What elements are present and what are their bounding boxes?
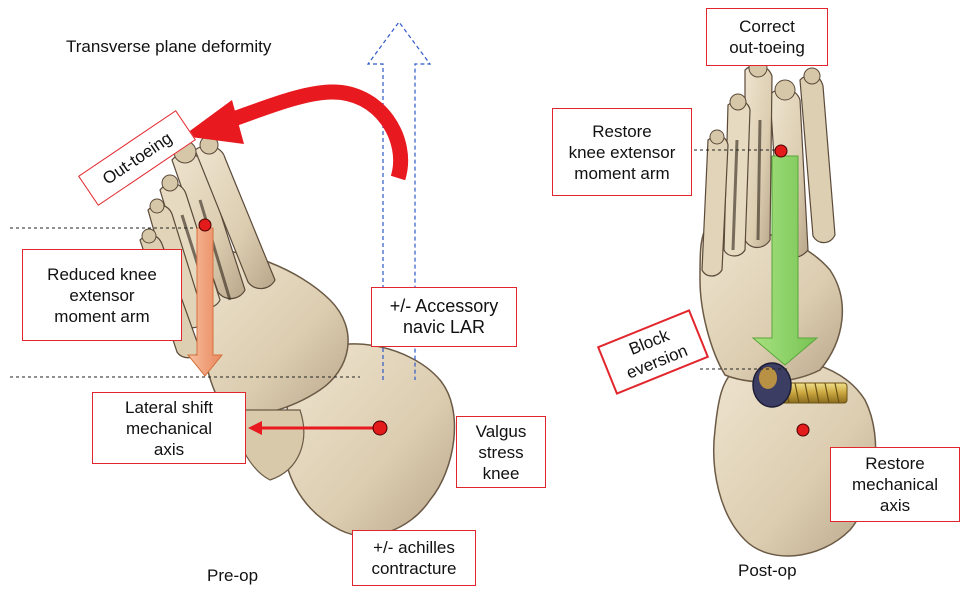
restore-axis-line-3: axis — [880, 495, 910, 516]
restore-axis-line-1: Restore — [865, 453, 925, 474]
pre-op-toe-4 — [150, 199, 164, 213]
valgus-label: Valgus stress knee — [456, 416, 546, 488]
accessory-line-1: +/- Accessory — [390, 296, 499, 317]
restore-knee-line-2: knee extensor — [569, 142, 676, 163]
transverse-deformity-arrow — [225, 92, 401, 178]
post-op-shadow — [758, 120, 760, 240]
restore-knee-line-3: moment arm — [574, 163, 669, 184]
accessory-line-2: navic LAR — [403, 317, 485, 338]
post-op-toe-5 — [804, 68, 820, 84]
valgus-line-2: stress — [478, 442, 523, 463]
post-op-toe-1 — [775, 80, 795, 100]
correct-out-toeing-label: Correct out-toeing — [706, 8, 828, 66]
post-op-toe-3 — [730, 94, 746, 110]
reduced-knee-line-2: extensor — [69, 285, 134, 306]
restore-axis-label: Restore mechanical axis — [830, 447, 960, 522]
restore-knee-label: Restore knee extensor moment arm — [552, 108, 692, 196]
pre-op-axis-point — [373, 421, 387, 435]
post-op-toe-4 — [710, 130, 724, 144]
correct-line-2: out-toeing — [729, 37, 805, 58]
accessory-label: +/- Accessory navic LAR — [371, 287, 517, 347]
post-op-moment-point — [775, 145, 787, 157]
lateral-shift-line-2: mechanical — [126, 418, 212, 439]
pre-op-caption: Pre-op — [207, 566, 258, 586]
pre-op-toe-5 — [142, 229, 156, 243]
restore-axis-line-2: mechanical — [852, 474, 938, 495]
post-op-axis-point — [797, 424, 809, 436]
reduced-knee-label: Reduced knee extensor moment arm — [22, 249, 182, 341]
achilles-line-1: +/- achilles — [373, 537, 455, 558]
implant-head-shine — [759, 367, 777, 389]
lateral-shift-label: Lateral shift mechanical axis — [92, 392, 246, 464]
valgus-line-1: Valgus — [476, 421, 527, 442]
post-op-caption: Post-op — [738, 561, 797, 581]
pre-op-heading: Transverse plane deformity — [66, 37, 271, 57]
pre-op-toe-3 — [162, 175, 178, 191]
lateral-shift-line-1: Lateral shift — [125, 397, 213, 418]
correct-line-1: Correct — [739, 16, 795, 37]
achilles-line-2: contracture — [371, 558, 456, 579]
lateral-shift-line-3: axis — [154, 439, 184, 460]
pre-op-moment-point — [199, 219, 211, 231]
reduced-knee-line-3: moment arm — [54, 306, 149, 327]
valgus-line-3: knee — [483, 463, 520, 484]
achilles-label: +/- achilles contracture — [352, 530, 476, 586]
reduced-knee-line-1: Reduced knee — [47, 264, 157, 285]
restore-knee-line-1: Restore — [592, 121, 652, 142]
